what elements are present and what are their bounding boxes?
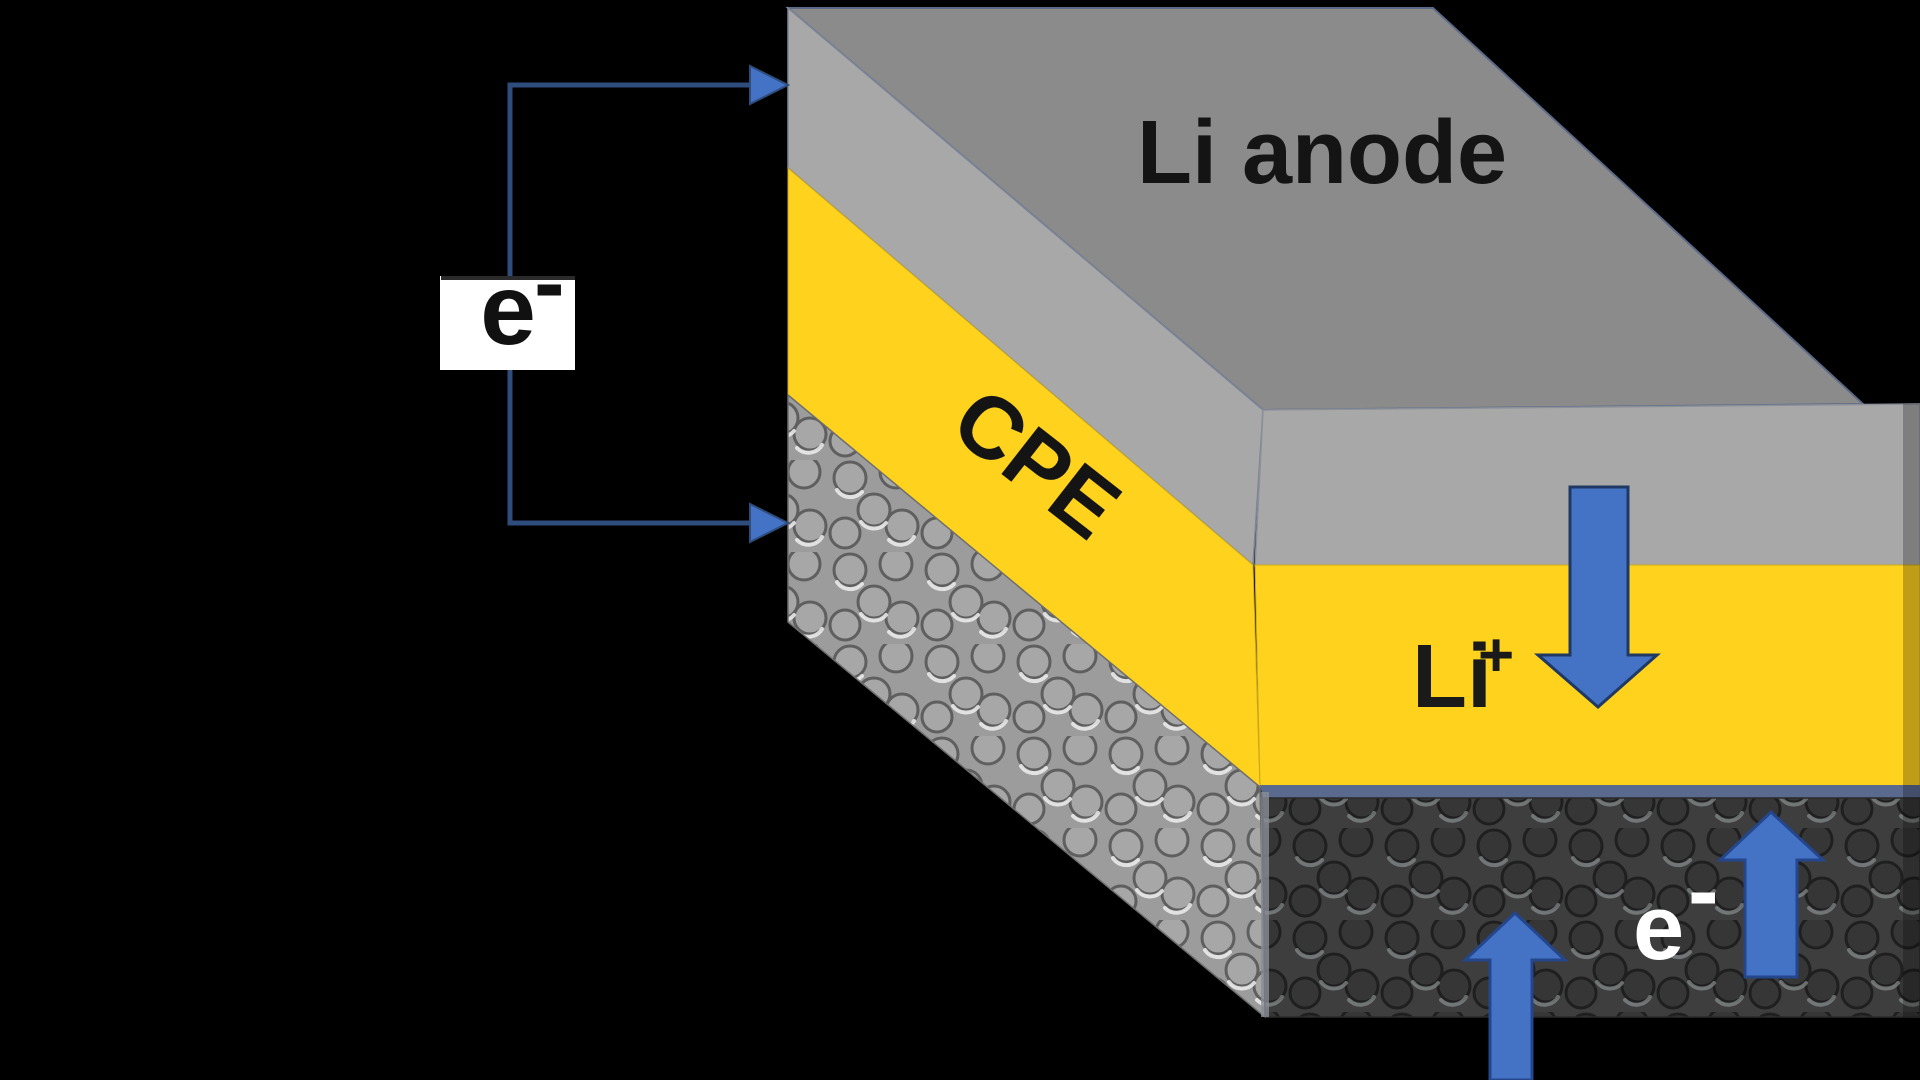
circuit-electron-label: e — [480, 254, 536, 366]
electron-source-box — [440, 276, 575, 370]
cathode-corner-edge — [1261, 792, 1269, 1017]
stack-right-edge-shadow — [1903, 404, 1920, 1017]
electron-up-arrow-center-icon — [1461, 910, 1569, 1080]
cathode-front-face — [1262, 797, 1920, 1018]
cpe-cathode-interface-line — [1260, 785, 1920, 798]
anode-front-face — [1254, 403, 1920, 567]
circuit-arrowhead-bottom-icon — [749, 502, 791, 544]
electron-flow-label: e — [1633, 877, 1684, 979]
circuit-wire-top — [507, 82, 752, 276]
circuit-arrowhead-top-icon — [749, 64, 791, 106]
electron-up-arrow-right-icon — [1716, 809, 1827, 979]
circuit-wire-bottom — [507, 370, 752, 526]
electron-flow-label-sup: - — [1688, 840, 1719, 942]
anode-label: Li anode — [1137, 103, 1507, 203]
circuit-electron-sup: - — [534, 232, 565, 334]
li-ion-label-sup: + — [1478, 621, 1514, 690]
li-ion-down-arrow-icon — [1533, 485, 1661, 709]
li-ion-label: Li — [1412, 627, 1492, 727]
